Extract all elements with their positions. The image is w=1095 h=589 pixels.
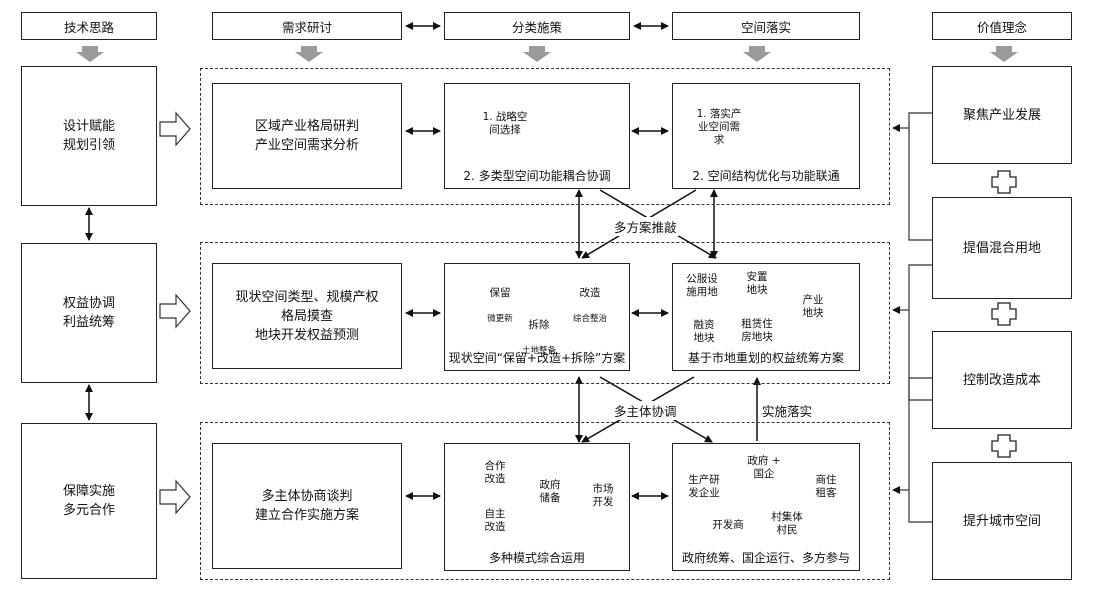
node-keep-sub: 微更新 bbox=[487, 314, 513, 324]
node-strategic-space: 1. 战略空 间选择 bbox=[482, 111, 528, 136]
row2-classify-caption: 现状空间“保留+改造+拆除”方案 bbox=[448, 351, 626, 365]
node-village-collective: 村集体 村民 bbox=[771, 511, 803, 536]
header-classified-policy: 分类施策 bbox=[444, 12, 630, 40]
node-government-reserve: 政府 储备 bbox=[539, 479, 561, 504]
row1-demand-box: 区域产业格局研判 产业空间需求分析 bbox=[212, 83, 402, 189]
node-industrial-demand: 1. 落实产 业空间需 求 bbox=[696, 108, 742, 146]
node-self-renovation: 自主 改造 bbox=[484, 508, 506, 533]
node-renovate-main: 改造 bbox=[579, 287, 601, 299]
right-box-industry: 聚焦产业发展 bbox=[932, 66, 1072, 164]
node-industrial-land: 产业 地块 bbox=[802, 294, 824, 319]
row1-classify-box: 2. 多类型空间功能耦合协调 bbox=[444, 83, 630, 189]
row3-space-box: 政府统筹、国企运行、多方参与 bbox=[672, 443, 860, 571]
row1-space-box: 2. 空间结构优化与功能联通 bbox=[672, 83, 860, 189]
label-multi-plan: 多方案推敲 bbox=[612, 217, 679, 236]
node-commercial-tenant: 商住 租客 bbox=[815, 474, 837, 499]
plus-icon-1 bbox=[991, 170, 1017, 194]
row2-classify-box: 现状空间“保留+改造+拆除”方案 bbox=[444, 263, 630, 371]
row1-classify-caption: 2. 多类型空间功能耦合协调 bbox=[463, 169, 611, 183]
node-renovate-sub: 综合整治 bbox=[572, 314, 607, 324]
plus-icon-3 bbox=[991, 434, 1017, 458]
plus-icon-2 bbox=[991, 302, 1017, 326]
row3-classify-box: 多种模式综合运用 bbox=[444, 443, 630, 571]
header-down-arrows bbox=[76, 46, 1018, 62]
node-demolish: 拆除 土地整备 bbox=[517, 306, 561, 371]
right-box-cost-control: 控制改造成本 bbox=[932, 331, 1072, 429]
right-box-mixed-land: 提倡混合用地 bbox=[932, 197, 1072, 299]
right-box-urban-space: 提升城市空间 bbox=[932, 462, 1072, 580]
node-demolish-sub: 土地整备 bbox=[521, 346, 556, 356]
label-implement: 实施落实 bbox=[760, 401, 815, 420]
row3-demand-box: 多主体协商谈判 建立合作实施方案 bbox=[212, 443, 402, 569]
node-cooperative-renovation: 合作 改造 bbox=[484, 460, 506, 485]
node-developer: 开发商 bbox=[712, 519, 744, 531]
node-resettlement-land: 安置 地块 bbox=[746, 271, 768, 296]
row1-space-caption: 2. 空间结构优化与功能联通 bbox=[692, 169, 840, 183]
node-public-service-land: 公服设 施用地 bbox=[686, 273, 718, 298]
node-renovate: 改造 综合整治 bbox=[568, 274, 612, 339]
row3-classify-caption: 多种模式综合运用 bbox=[488, 551, 585, 565]
left-box-interest: 权益协调 利益统筹 bbox=[21, 243, 157, 383]
node-rd-enterprise: 生产研 发企业 bbox=[688, 474, 720, 499]
label-multi-subject: 多主体协调 bbox=[612, 401, 679, 420]
row-group-1 bbox=[200, 68, 890, 205]
header-spatial-implementation: 空间落实 bbox=[672, 12, 860, 40]
node-government-soe: 政府 + 国企 bbox=[747, 455, 781, 480]
header-demand-research: 需求研讨 bbox=[212, 12, 402, 40]
row2-space-caption: 基于市地重划的权益统筹方案 bbox=[687, 351, 844, 365]
header-value-concept: 价值理念 bbox=[932, 12, 1072, 40]
node-market-development: 市场 开发 bbox=[592, 483, 614, 508]
row-group-3 bbox=[200, 422, 890, 580]
node-financing-land: 融资 地块 bbox=[693, 319, 715, 344]
row2-demand-box: 现状空间类型、规模产权 格局摸查 地块开发权益预测 bbox=[212, 263, 402, 369]
row3-space-caption: 政府统筹、国企运行、多方参与 bbox=[681, 551, 850, 565]
node-keep: 保留 微更新 bbox=[480, 274, 520, 339]
node-keep-main: 保留 bbox=[489, 287, 511, 299]
row2-space-box: 基于市地重划的权益统筹方案 bbox=[672, 263, 860, 371]
left-hollow-arrows bbox=[159, 111, 191, 515]
left-box-design: 设计赋能 规划引领 bbox=[21, 66, 157, 206]
node-rental-housing-land: 租赁住 房地块 bbox=[741, 318, 773, 343]
header-tech-approach: 技术思路 bbox=[21, 12, 157, 40]
node-demolish-main: 拆除 bbox=[528, 319, 550, 331]
row-group-2 bbox=[200, 242, 890, 384]
left-box-implementation: 保障实施 多元合作 bbox=[21, 423, 157, 579]
